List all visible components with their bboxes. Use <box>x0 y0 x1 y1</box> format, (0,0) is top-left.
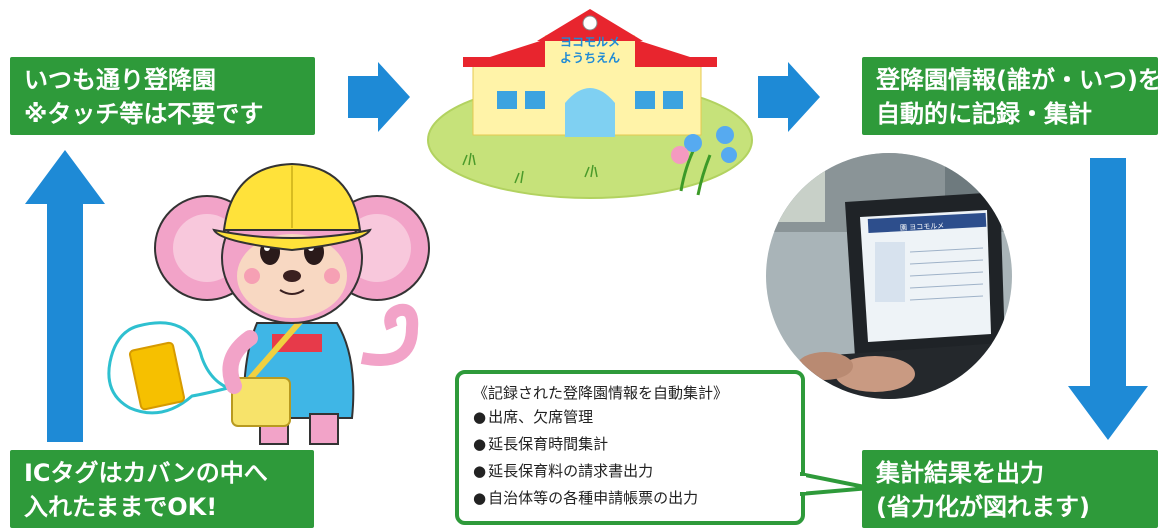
box-top-left: いつも通り登降園 ※タッチ等は不要です <box>10 57 315 135</box>
box-top-left-line1: いつも通り登降園 <box>24 66 216 94</box>
kindergarten-illustration <box>427 9 753 199</box>
callout-item: 出席、欠席管理 <box>473 404 787 431</box>
laptop-photo <box>766 153 1012 399</box>
box-bottom-left: ICタグはカバンの中へ 入れたままでOK! <box>10 450 314 528</box>
callout-item: 自治体等の各種申請帳票の出力 <box>473 485 787 512</box>
aggregation-callout: 《記録された登降園情報を自動集計》 出席、欠席管理 延長保育時間集計 延長保育料… <box>455 370 805 525</box>
box-top-left-line2: ※タッチ等は不要です <box>24 100 264 128</box>
box-bottom-left-line2: 入れたままでOK! <box>24 493 218 521</box>
callout-title: 《記録された登降園情報を自動集計》 <box>473 384 729 402</box>
arrow-down-icon <box>1068 158 1148 440</box>
box-bottom-right: 集計結果を出力 (省力化が図れます) <box>862 450 1158 528</box>
callout-item: 延長保育料の請求書出力 <box>473 458 787 485</box>
arrow-right-2-icon <box>758 62 820 132</box>
callout-pointer <box>800 471 870 497</box>
arrow-up-icon <box>25 150 105 442</box>
box-top-right-line2: 自動的に記録・集計 <box>876 100 1092 128</box>
ic-tag-bubble <box>107 321 233 415</box>
school-sign-line2: ようちえん <box>559 51 620 65</box>
box-top-right: 登降園情報(誰が・いつ)を 自動的に記録・集計 <box>862 57 1162 135</box>
box-top-right-line1: 登降園情報(誰が・いつ)を <box>876 66 1162 94</box>
callout-item: 延長保育時間集計 <box>473 431 787 458</box>
box-bottom-right-line1: 集計結果を出力 <box>876 459 1044 487</box>
school-sign-line1: ヨコモルメ <box>559 35 620 49</box>
arrow-right-1-icon <box>348 62 410 132</box>
school-sign: ヨコモルメ ようちえん <box>555 34 625 66</box>
monkey-character-illustration <box>154 162 430 445</box>
box-bottom-left-line1: ICタグはカバンの中へ <box>24 459 268 487</box>
box-bottom-right-line2: (省力化が図れます) <box>876 493 1090 521</box>
